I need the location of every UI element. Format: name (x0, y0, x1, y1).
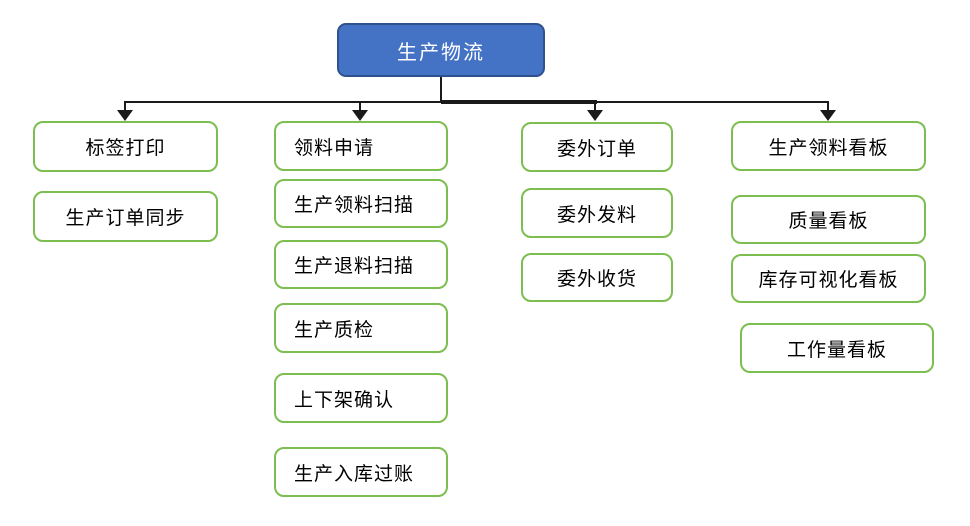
connector-horizontal-thick-segment (441, 100, 597, 104)
node-production-order-sync: 生产订单同步 (33, 191, 218, 242)
node-outsourcing-material-issue: 委外发料 (521, 188, 673, 238)
node-workload-kanban: 工作量看板 (740, 323, 934, 373)
down-arrow-icon (587, 110, 603, 121)
connector-drop-column-2 (359, 102, 361, 111)
down-arrow-icon (352, 110, 368, 121)
connector-drop-column-4 (827, 102, 829, 111)
connector-drop-column-1 (124, 102, 126, 111)
node-production-picking-scan: 生产领料扫描 (274, 179, 448, 228)
node-material-requisition: 领料申请 (274, 121, 448, 171)
node-inventory-visualization-kanban: 库存可视化看板 (731, 254, 926, 303)
node-shelving-confirmation: 上下架确认 (274, 373, 448, 423)
node-production-picking-kanban: 生产领料看板 (731, 121, 926, 171)
connector-root-stub (440, 77, 442, 102)
node-production-quality-inspection: 生产质检 (274, 303, 448, 353)
down-arrow-icon (820, 110, 836, 121)
down-arrow-icon (117, 110, 133, 121)
node-outsourcing-receipt: 委外收货 (521, 253, 673, 302)
node-production-warehouse-posting: 生产入库过账 (274, 447, 448, 497)
connector-drop-column-3 (594, 102, 596, 111)
node-production-logistics: 生产物流 (337, 23, 545, 77)
node-outsourcing-order: 委外订单 (521, 122, 673, 172)
node-label-printing: 标签打印 (33, 121, 218, 172)
node-quality-kanban: 质量看板 (731, 195, 926, 244)
node-production-return-scan: 生产退料扫描 (274, 240, 448, 289)
